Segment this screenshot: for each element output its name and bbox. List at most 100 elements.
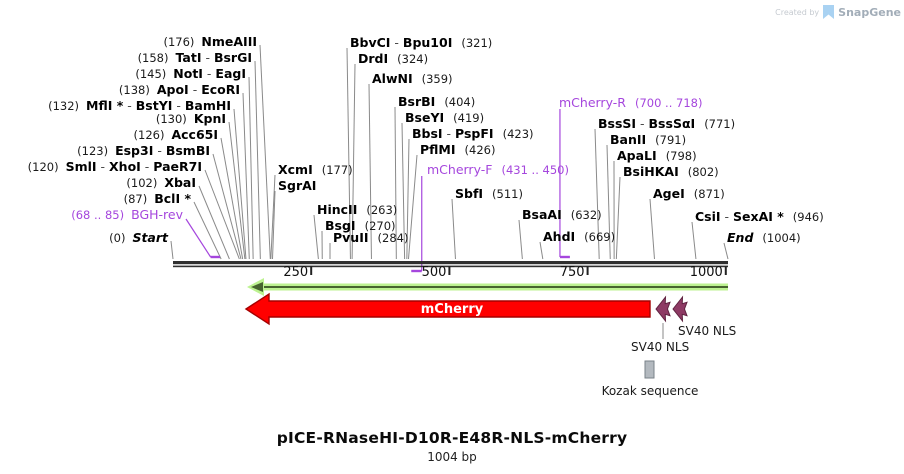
site-label-mfli-bstyi-bamhi[interactable]: (132)MflI * - BstYI - BamHI — [48, 99, 231, 113]
site-name: XbaI — [164, 175, 196, 190]
site-position: (321) — [461, 36, 493, 50]
site-position: (270) — [364, 219, 396, 233]
site-label-start[interactable]: (0) Start — [109, 231, 168, 245]
kozak-sequence-box[interactable] — [644, 360, 655, 379]
site-position: (946) — [792, 210, 824, 224]
site-label-sbfi[interactable]: SbfI(511) — [455, 187, 523, 201]
site-position: (771) — [704, 117, 736, 131]
site-name: AhdI — [543, 229, 576, 244]
leader-line — [233, 108, 247, 260]
site-label-banii[interactable]: BanII(791) — [610, 133, 686, 147]
watermark-brand: SnapGene — [838, 6, 901, 19]
site-position: (120) — [27, 160, 59, 174]
site-name: BsgI — [325, 218, 356, 233]
axis-tick-label: 250 — [283, 265, 309, 280]
site-label-bseyi[interactable]: BseYI(419) — [405, 111, 484, 125]
site-label-apoi-ecori[interactable]: (138)ApoI - EcoRI — [119, 83, 240, 97]
leader-line — [198, 185, 230, 260]
site-position: (404) — [444, 95, 476, 109]
site-label-tati-bsrgi[interactable]: (158)TatI - BsrGI — [138, 51, 252, 65]
sv40-nls-feature-arrow[interactable] — [672, 295, 688, 323]
site-label-end[interactable]: End (1004) — [727, 231, 801, 245]
site-label-acc65i[interactable]: (126)Acc65I — [134, 128, 218, 142]
site-name: KpnI — [193, 111, 226, 126]
leader-line — [228, 121, 246, 260]
site-position: (263) — [366, 203, 398, 217]
leader-line — [401, 122, 406, 260]
watermark: Created by SnapGene — [775, 5, 901, 20]
site-name: NmeAIII — [201, 34, 257, 49]
site-label-bsaai[interactable]: BsaAI(632) — [522, 208, 602, 222]
leader-line — [242, 92, 250, 260]
leader-line — [407, 154, 418, 260]
site-label-xbai[interactable]: (102)XbaI — [126, 176, 196, 190]
site-label-bbsi-pspfi[interactable]: BbsI - PspFI (423) — [412, 127, 534, 141]
site-name: mCherry-F — [427, 162, 493, 177]
site-label-mcherry-r[interactable]: mCherry-R(700 .. 718) — [559, 96, 702, 110]
site-position: (669) — [584, 230, 616, 244]
site-label-noti-eagi[interactable]: (145)NotI - EagI — [135, 67, 246, 81]
leader-line — [594, 128, 600, 260]
site-position: (1004) — [762, 231, 801, 245]
leader-line — [368, 83, 372, 260]
site-label-esp3i-bsmbi[interactable]: (123)Esp3I - BsmBI — [77, 144, 210, 158]
site-label-alwni[interactable]: AlwNI(359) — [372, 72, 453, 86]
site-label-bgh-rev[interactable]: (68 .. 85)BGH-rev — [71, 208, 183, 222]
site-label-bcli[interactable]: (87)BclI * — [124, 192, 191, 206]
site-label-sgrai[interactable]: SgrAI — [278, 179, 316, 192]
leader-line — [539, 241, 544, 260]
site-name: BclI * — [154, 191, 191, 206]
site-name: AgeI — [653, 186, 685, 201]
site-label-mcherry-f[interactable]: mCherry-F (431 .. 450) — [427, 163, 569, 177]
site-name: SbfI — [455, 186, 484, 201]
site-name: BbsI - PspFI — [412, 126, 494, 141]
site-label-hincii[interactable]: HincII (263) — [317, 203, 397, 217]
site-label-drdi[interactable]: DrdI(324) — [358, 52, 428, 66]
leader-line — [170, 240, 174, 260]
site-label-xcmi[interactable]: XcmI(177) — [278, 163, 353, 177]
leader-line — [518, 219, 523, 260]
site-label-smli-xhoi-paer7i[interactable]: (120)SmlI - XhoI - PaeR7I — [28, 160, 202, 174]
site-position: (0) — [109, 231, 126, 245]
site-label-kpni[interactable]: (130)KpnI — [156, 112, 226, 126]
site-name: BssSI - BssSαI — [598, 116, 696, 131]
site-label-bsihkai[interactable]: BsiHKAI(802) — [623, 165, 719, 179]
site-label-agei[interactable]: AgeI(871) — [653, 187, 725, 201]
mcherry-label: mCherry — [420, 302, 484, 317]
site-label-nmeaiii[interactable]: (176)NmeAIII — [163, 35, 257, 49]
sequence-axis[interactable] — [173, 261, 728, 265]
site-position: (632) — [570, 208, 602, 222]
site-label-ahdi[interactable]: AhdI (669) — [543, 230, 615, 244]
axis-tick-label: 750 — [559, 265, 585, 280]
site-name: SgrAI — [278, 178, 317, 193]
site-label-csii-sexai[interactable]: CsiI - SexAI *(946) — [695, 210, 824, 224]
site-label-pflmi[interactable]: PflMI(426) — [420, 143, 495, 157]
leader-line — [649, 198, 655, 260]
leader-line — [193, 201, 222, 260]
leader-line — [615, 176, 621, 260]
site-position: (423) — [502, 127, 534, 141]
site-label-bbvci-bpu10i[interactable]: BbvCI - Bpu10I(321) — [350, 36, 492, 50]
site-label-bsrbi[interactable]: BsrBI(404) — [398, 95, 475, 109]
site-name: Start — [132, 230, 168, 245]
site-position: (359) — [421, 72, 453, 86]
sv40-nls-feature-arrow[interactable] — [655, 295, 671, 323]
sequence-axis-lower-line — [173, 265, 728, 268]
leader-line — [351, 63, 356, 260]
leader-line — [254, 60, 261, 260]
site-name: DrdI — [358, 51, 389, 66]
site-name: BanII — [610, 132, 647, 147]
site-label-apali[interactable]: ApaLI(798) — [617, 149, 697, 163]
mcherry-feature-arrow[interactable] — [244, 292, 651, 326]
site-label-bsgi[interactable]: BsgI (270) — [325, 219, 396, 233]
site-name: End — [727, 230, 754, 245]
site-label-bsssi-bsss-i[interactable]: BssSI - BssSαI (771) — [598, 117, 735, 131]
site-label-pvuii[interactable]: PvuII(284) — [333, 231, 408, 245]
site-position: (431 .. 450) — [501, 163, 569, 177]
site-name: PflMI — [420, 142, 456, 157]
site-name: HincII — [317, 202, 358, 217]
site-position: (138) — [118, 83, 150, 97]
